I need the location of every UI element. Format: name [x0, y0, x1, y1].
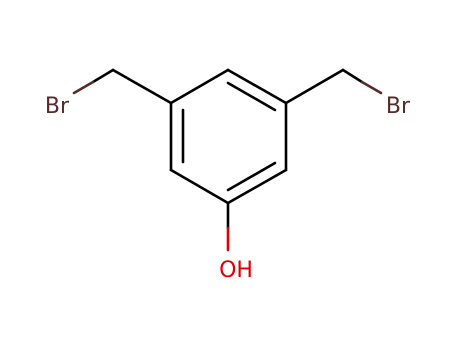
bromine-right-label: Br	[386, 94, 411, 119]
hydroxyl-label: OH	[219, 258, 253, 283]
bond-ch2-to-br-right-colored	[360, 80, 383, 95]
double-bond-inner-bottom-right	[226, 161, 277, 192]
ring-bond-bottom-right	[226, 168, 288, 205]
bonds	[72, 68, 383, 252]
ring-bond-top-left	[169, 68, 230, 105]
bond-ch2-to-br-left-colored	[72, 80, 95, 95]
bromine-left-label: Br	[45, 94, 70, 119]
bond-ring-to-ch2-right	[284, 68, 345, 105]
ring-bond-top-right	[226, 68, 288, 105]
double-bond-inner-top-right	[226, 81, 277, 112]
bond-ch2-to-br-left-dark	[91, 68, 115, 84]
bond-ch2-to-br-right-dark	[341, 68, 364, 84]
bond-ring-to-ch2-left	[111, 68, 173, 105]
ring-bond-bottom-left	[169, 168, 230, 205]
atom-labels: Br Br OH	[45, 94, 411, 283]
